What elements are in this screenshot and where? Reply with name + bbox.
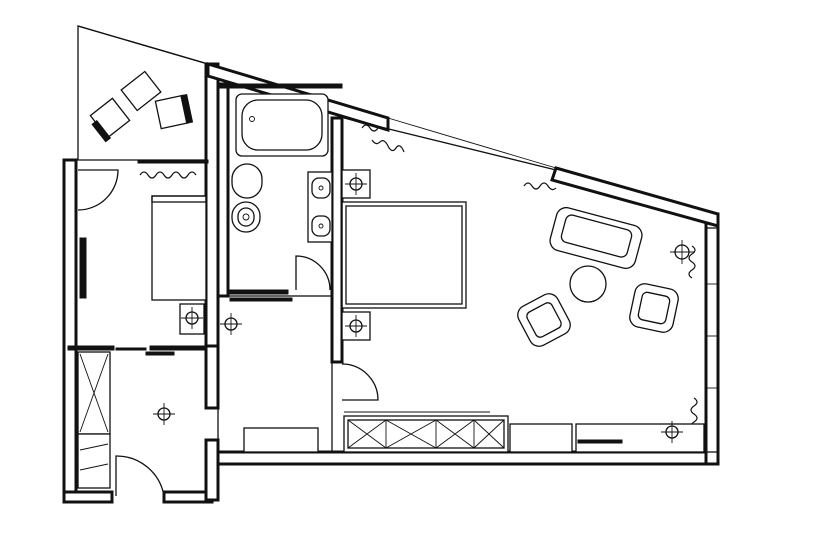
light-fixture-icon [345, 315, 367, 337]
light-fixture-icon [220, 313, 242, 335]
light-fixture-icon [661, 421, 683, 443]
terrace-chair-left [89, 97, 131, 143]
south-wall-left [62, 490, 114, 504]
terrace [77, 25, 209, 161]
curtain-entry [139, 171, 197, 179]
desk [575, 423, 705, 453]
sliding-door [79, 237, 87, 299]
vestibule-cabinet [243, 427, 319, 453]
bed [341, 201, 467, 309]
light-fixture-icon [181, 307, 203, 329]
vestibule [217, 295, 379, 453]
north-wall-b [550, 166, 720, 228]
terrace-side-table [120, 70, 162, 112]
toilet-bowl [231, 163, 263, 199]
sink-upper [311, 177, 331, 199]
light-fixture-icon [345, 173, 367, 195]
hall-threshold [115, 347, 147, 351]
curtain-north-2 [371, 139, 405, 153]
wardrobe [151, 195, 207, 301]
curtain-east-1 [688, 245, 696, 279]
entry-door-swing [115, 455, 165, 497]
bath-door-swing [295, 255, 331, 291]
bath-west-wall [216, 82, 230, 298]
armchair-right [629, 283, 679, 333]
dresser-body [343, 415, 509, 453]
bedroom [341, 169, 719, 453]
sink-lower [311, 215, 331, 237]
closet-door-swing [77, 169, 119, 211]
west-wall [62, 158, 78, 502]
light-fixture-icon [670, 240, 694, 264]
bathroom [231, 93, 333, 291]
curtain-north-1 [361, 124, 379, 132]
east-wall [704, 212, 720, 466]
tv-cabinet [509, 423, 573, 453]
coffee-table [569, 265, 607, 303]
armchair-left [517, 293, 571, 347]
bathtub [235, 93, 329, 157]
dresser [343, 411, 705, 453]
bath-east-wall [330, 116, 344, 364]
terrace-wall [204, 62, 220, 348]
light-fixture-icon [153, 403, 175, 425]
curtain-north-3 [523, 182, 557, 191]
east-window [705, 227, 719, 453]
terrace-chair-right [154, 93, 194, 130]
bedroom-door-swing [341, 363, 379, 401]
south-wall-main [206, 450, 720, 466]
sofa [549, 206, 643, 270]
bidet [231, 201, 261, 233]
shoe-cabinet [77, 433, 111, 489]
vanity [307, 171, 333, 243]
light-fixtures [153, 173, 694, 443]
entry [77, 169, 207, 497]
